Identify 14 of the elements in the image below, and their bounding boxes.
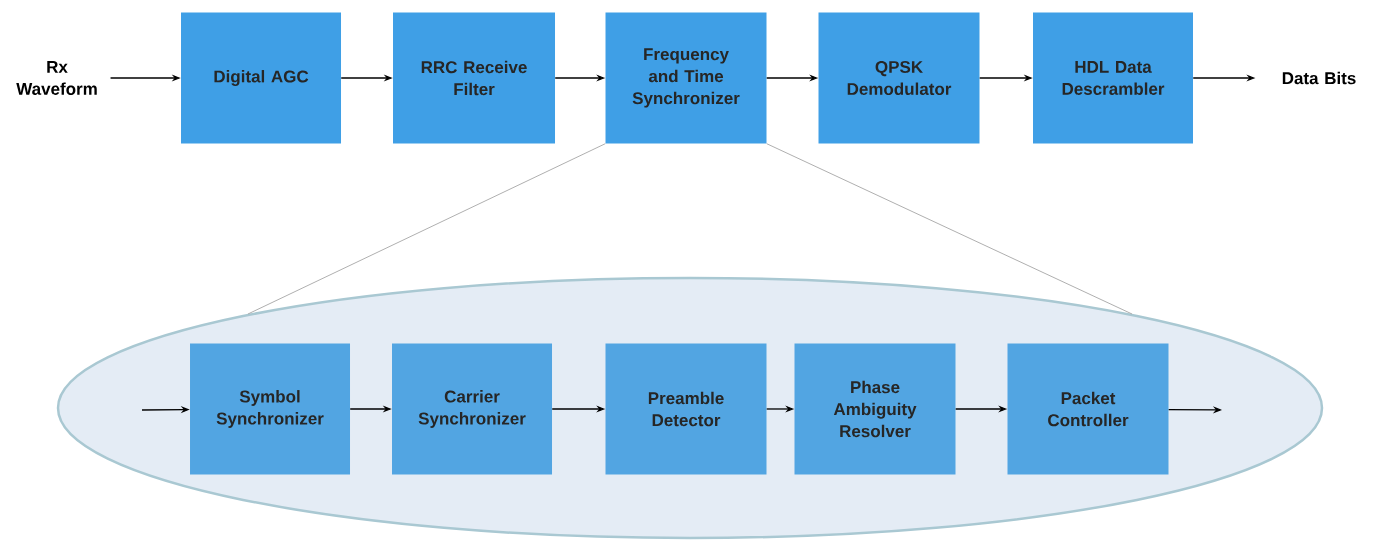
zoom-line xyxy=(247,143,606,315)
process-box: Digital AGC xyxy=(181,12,341,144)
process-box: Symbol Synchronizer xyxy=(190,343,350,475)
process-box: QPSK Demodulator xyxy=(818,12,980,144)
process-box: RRC Receive Filter xyxy=(393,12,555,144)
text-label: Data Bits xyxy=(1282,71,1356,85)
process-box: Phase Ambiguity Resolver xyxy=(794,343,956,475)
text-label: Rx Waveform xyxy=(16,61,97,95)
process-box: Packet Controller xyxy=(1007,343,1169,475)
process-box: Carrier Synchronizer xyxy=(392,343,552,475)
zoom-line xyxy=(766,143,1133,315)
process-box: HDL Data Descrambler xyxy=(1033,12,1193,144)
process-box: Frequency and Time Synchronizer xyxy=(605,12,767,144)
process-box: Preamble Detector xyxy=(605,343,767,475)
